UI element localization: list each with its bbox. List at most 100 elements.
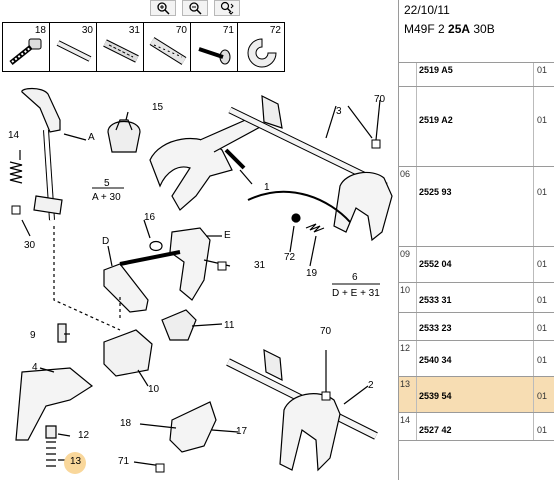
part-row[interactable]: 12 2540 34 01: [399, 341, 554, 377]
catalog-date: 22/10/11: [404, 3, 450, 17]
small-parts-strip: 18 30 31 70 71 72: [2, 22, 285, 72]
callout-4[interactable]: 4: [32, 362, 38, 373]
callout-10[interactable]: 10: [148, 384, 160, 395]
part-number: 31: [128, 25, 140, 36]
part-number: 30: [81, 25, 93, 36]
part-qty: 01: [537, 259, 548, 269]
zoom-out-icon: [189, 2, 202, 15]
zoom-out-button[interactable]: [182, 0, 208, 16]
column-divider: [416, 167, 417, 246]
exploded-diagram[interactable]: 18 30 31 70 71 72: [0, 0, 399, 480]
model-suffix: 30B: [470, 22, 495, 36]
part-row[interactable]: 2533 23 01: [399, 313, 554, 341]
zoom-in-button[interactable]: [150, 0, 176, 16]
column-divider: [416, 313, 417, 340]
callout-A[interactable]: A: [88, 132, 95, 143]
row-index: 13: [400, 379, 411, 389]
roll-pin-icon: [103, 39, 139, 63]
zoom-fit-icon: [220, 1, 234, 15]
callout-71[interactable]: 71: [118, 456, 130, 467]
callout-15[interactable]: 15: [152, 102, 164, 113]
part-code[interactable]: 2539 54: [419, 391, 452, 401]
part-box-70[interactable]: 70: [143, 22, 191, 72]
part-qty: 01: [537, 295, 548, 305]
callout-3[interactable]: 3: [336, 106, 342, 117]
callout-5-ref: A + 30: [92, 192, 121, 203]
part-qty: 01: [537, 323, 548, 333]
column-divider: [533, 247, 534, 282]
part-code[interactable]: 2552 04: [419, 259, 452, 269]
pin-icon: [56, 40, 92, 62]
column-divider: [416, 87, 417, 166]
callout-31[interactable]: 31: [254, 260, 266, 271]
column-divider: [416, 341, 417, 376]
column-divider: [416, 377, 417, 412]
gearbox-selector-drawing: [9, 87, 393, 473]
callout-D[interactable]: D: [102, 236, 110, 247]
part-number: 70: [175, 25, 187, 36]
callout-17[interactable]: 17: [236, 426, 248, 437]
callout-E[interactable]: E: [224, 230, 231, 241]
part-qty: 01: [537, 355, 548, 365]
column-divider: [533, 283, 534, 312]
part-box-71[interactable]: 71: [190, 22, 238, 72]
column-divider: [533, 313, 534, 340]
column-divider: [416, 283, 417, 312]
model-reference: M49F 2 25A 30B: [404, 22, 495, 36]
part-number: 72: [269, 25, 281, 36]
part-code[interactable]: 2527 42: [419, 425, 452, 435]
part-number: 71: [222, 25, 234, 36]
cylinder-pin-icon: [149, 37, 187, 65]
part-box-72[interactable]: 72: [237, 22, 285, 72]
part-box-31[interactable]: 31: [96, 22, 144, 72]
part-code[interactable]: 2519 A5: [419, 65, 453, 75]
callout-16[interactable]: 16: [144, 212, 156, 223]
row-index: 12: [400, 343, 411, 353]
callout-2[interactable]: 2: [368, 380, 374, 391]
callout-18[interactable]: 18: [120, 418, 132, 429]
callout-6-ref: D + E + 31: [332, 288, 380, 299]
callout-70[interactable]: 70: [374, 94, 386, 105]
part-qty: 01: [537, 65, 548, 75]
callout-1[interactable]: 1: [264, 182, 270, 193]
highlight-marker: [64, 452, 86, 474]
model-prefix: M49F 2: [404, 22, 449, 36]
callout-72[interactable]: 72: [284, 252, 296, 263]
part-code[interactable]: 2533 23: [419, 323, 452, 333]
callout-70-lower[interactable]: 70: [320, 326, 332, 337]
part-box-30[interactable]: 30: [49, 22, 97, 72]
part-row[interactable]: 2519 A5 01: [399, 63, 554, 87]
callout-5[interactable]: 5: [104, 178, 110, 189]
part-code[interactable]: 2540 34: [419, 355, 452, 365]
parts-list-panel: 22/10/11 M49F 2 25A 30B 2519 A5 01 2519 A2…: [399, 0, 554, 480]
zoom-fit-button[interactable]: [214, 0, 240, 16]
zoom-toolbar: [150, 0, 240, 18]
callout-12[interactable]: 12: [78, 430, 90, 441]
model-highlight: 25A: [448, 22, 471, 36]
callout-9[interactable]: 9: [30, 330, 36, 341]
callout-30[interactable]: 30: [24, 240, 36, 251]
part-row[interactable]: 14 2527 42 01: [399, 413, 554, 441]
callout-6[interactable]: 6: [352, 272, 358, 283]
part-number: 18: [34, 25, 46, 36]
callout-11[interactable]: 11: [224, 320, 235, 331]
part-qty: 01: [537, 425, 548, 435]
callout-13[interactable]: 13: [70, 456, 82, 467]
callout-19[interactable]: 19: [306, 268, 318, 279]
part-code[interactable]: 2519 A2: [419, 115, 453, 125]
part-code[interactable]: 2533 31: [419, 295, 452, 305]
row-index: 14: [400, 415, 411, 425]
zoom-in-icon: [157, 2, 170, 15]
column-divider: [416, 63, 417, 86]
column-divider: [533, 341, 534, 376]
callout-14[interactable]: 14: [8, 130, 20, 141]
part-code[interactable]: 2525 93: [419, 187, 452, 197]
column-divider: [533, 167, 534, 246]
